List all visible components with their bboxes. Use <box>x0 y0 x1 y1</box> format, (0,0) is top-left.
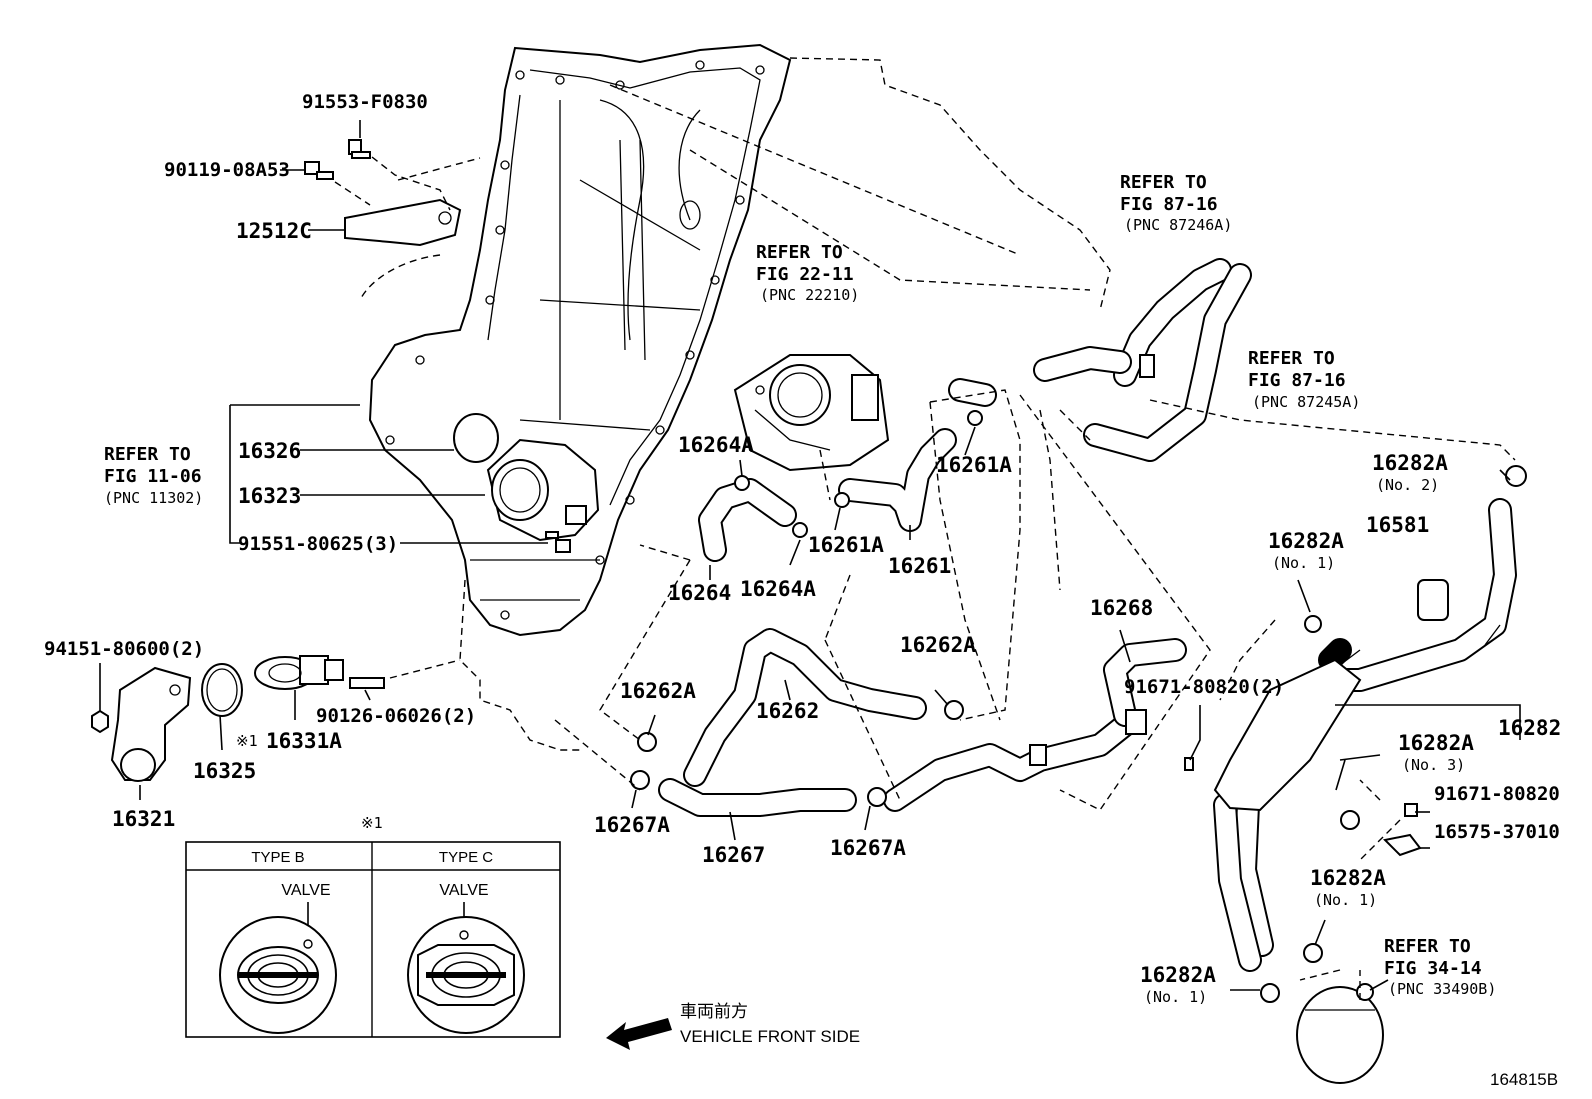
refer-fig-11-06-line2: FIG 11-06 <box>104 466 202 487</box>
label-91551-80625: 91551-80625(3) <box>238 533 398 555</box>
label-91671-80820: 91671-80820 <box>1434 783 1560 805</box>
label-16321: 16321 <box>112 807 175 831</box>
refer-fig-87-16-a-line1: REFER TO <box>1120 172 1207 193</box>
thermostat-type-c-icon <box>407 916 525 1034</box>
label-16282A-no1-upper-sub: (No. 1) <box>1272 554 1335 572</box>
clamps <box>630 354 1527 1003</box>
water-inlet-16321 <box>110 666 192 782</box>
thermostat-type-b-icon <box>219 916 337 1034</box>
label-16261A-left: 16261A <box>808 533 884 557</box>
refer-fig-11-06-pnc: (PNC 11302) <box>104 489 203 507</box>
radiator-hose-16282 <box>1213 624 1501 812</box>
refer-fig-22-11-line1: REFER TO <box>756 242 843 263</box>
stud-90126-06026 <box>349 677 385 689</box>
label-16264A-upper: 16264A <box>678 433 754 457</box>
label-16323: 16323 <box>238 484 301 508</box>
label-16282A-no1-lower: 16282A <box>1140 963 1216 987</box>
label-16575-37010: 16575-37010 <box>1434 821 1560 843</box>
label-12512C: 12512C <box>236 219 312 243</box>
label-90119-08A53: 90119-08A53 <box>164 159 290 181</box>
label-90126-06026: 90126-06026(2) <box>316 705 476 727</box>
refer-fig-87-16-b-pnc: (PNC 87245A) <box>1252 393 1360 411</box>
refer-fig-22-11-pnc: (PNC 22210) <box>760 286 859 304</box>
refer-fig-87-16-b-line2: FIG 87-16 <box>1248 370 1346 391</box>
inset-valve-c: VALVE <box>439 882 488 899</box>
label-16262: 16262 <box>756 699 819 723</box>
label-16282A-no1-mid: 16282A <box>1310 866 1386 890</box>
refer-fig-11-06-line1: REFER TO <box>104 444 191 465</box>
refer-fig-34-14-pnc: (PNC 33490B) <box>1388 980 1496 998</box>
figure-id: 164815B <box>1490 1070 1558 1089</box>
refer-fig-34-14-line1: REFER TO <box>1384 936 1471 957</box>
thermostat-16331A <box>254 655 344 690</box>
refer-fig-34-14-line2: FIG 34-14 <box>1384 958 1482 979</box>
inset-type-c: TYPE C <box>439 849 493 866</box>
timing-chain-cover-illustration <box>368 43 792 637</box>
label-16282A-no1-upper: 16282A <box>1268 529 1344 553</box>
label-16282: 16282 <box>1498 716 1561 740</box>
thermostat-type-inset: ※1 TYPE B TYPE C VALVE VALVE <box>185 814 561 1038</box>
label-16331A: 16331A <box>266 729 342 753</box>
label-16326: 16326 <box>238 439 301 463</box>
bolt-91553-F0830 <box>348 139 371 159</box>
bracket-12512C <box>344 198 462 247</box>
label-16282A-no3: 16282A <box>1398 731 1474 755</box>
engine-block-outline <box>789 57 1111 311</box>
label-16261: 16261 <box>888 554 951 578</box>
dashed-guides <box>554 389 1516 1000</box>
label-16282A-no2-sub: (No. 2) <box>1376 476 1439 494</box>
label-16268: 16268 <box>1090 596 1153 620</box>
gasket-16326 <box>453 413 499 463</box>
label-91553-F0830: 91553-F0830 <box>302 91 428 113</box>
label-16262A-right: 16262A <box>900 633 976 657</box>
gasket-16325 <box>201 663 243 717</box>
label-16282A-no1-mid-sub: (No. 1) <box>1314 891 1377 909</box>
front-label-jp: 車両前方 <box>680 1002 748 1021</box>
bolt-90119-08A53 <box>304 161 334 180</box>
refer-fig-87-16-b-line1: REFER TO <box>1248 348 1335 369</box>
label-16282A-no2: 16282A <box>1372 451 1448 475</box>
label-16267A-left: 16267A <box>594 813 670 837</box>
label-16282A-no3-sub: (No. 3) <box>1402 756 1465 774</box>
label-16581: 16581 <box>1366 513 1429 537</box>
inset-mark: ※1 <box>361 814 383 832</box>
front-label-en: VEHICLE FRONT SIDE <box>680 1027 860 1046</box>
label-91671-80820-2: 91671-80820(2) <box>1124 676 1284 698</box>
label-94151-80600: 94151-80600(2) <box>44 638 204 660</box>
hose-set <box>658 258 1517 972</box>
label-16267A-right: 16267A <box>830 836 906 860</box>
mark-1: ※1 <box>236 732 258 750</box>
nut-94151-80600 <box>91 709 109 734</box>
front-arrow-icon <box>606 1018 672 1050</box>
reservoir-illustration <box>1296 983 1384 1084</box>
leader-lines <box>99 120 1521 991</box>
refer-fig-87-16-a-pnc: (PNC 87246A) <box>1124 216 1232 234</box>
label-16282A-no1-lower-sub: (No. 1) <box>1144 988 1207 1006</box>
bolt-91551-80625 <box>545 531 571 553</box>
throttle-body-illustration <box>733 354 890 472</box>
label-16261A-right: 16261A <box>936 453 1012 477</box>
inset-valve-b: VALVE <box>281 882 330 899</box>
label-16264A-lower: 16264A <box>740 577 816 601</box>
label-16325: 16325 <box>193 759 256 783</box>
vehicle-front-indicator: 車両前方 VEHICLE FRONT SIDE <box>606 1002 860 1050</box>
water-inlet-housing-16323 <box>486 438 600 542</box>
label-16264: 16264 <box>668 581 731 605</box>
refer-fig-87-16-a-line2: FIG 87-16 <box>1120 194 1218 215</box>
label-16267: 16267 <box>702 843 765 867</box>
inset-type-b: TYPE B <box>251 849 304 866</box>
refer-fig-22-11-line2: FIG 22-11 <box>756 264 854 285</box>
label-16262A-left: 16262A <box>620 679 696 703</box>
